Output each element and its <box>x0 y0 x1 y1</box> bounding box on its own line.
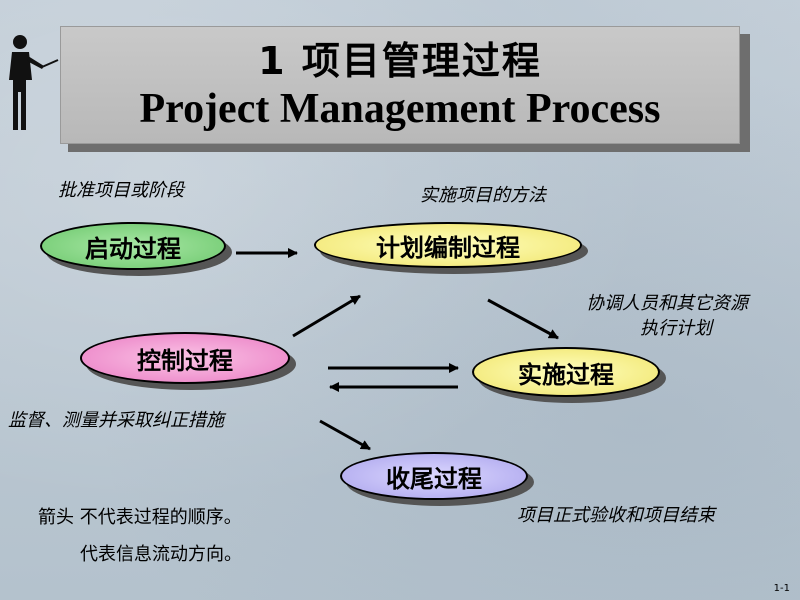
note-control: 监督、测量并采取纠正措施 <box>8 410 224 431</box>
page-title: 1 项目管理过程 <box>258 39 542 83</box>
note-execute-line1: 协调人员和其它资源 <box>586 293 748 314</box>
arrow-control-to-planning <box>292 294 361 338</box>
page-subtitle: Project Management Process <box>139 86 661 132</box>
note-planning: 实施项目的方法 <box>420 185 546 206</box>
page-number: 1-1 <box>773 583 790 594</box>
node-closing: 收尾过程 <box>340 452 528 500</box>
footer-line2: 代表信息流动方向。 <box>80 544 242 565</box>
note-closing: 项目正式验收和项目结束 <box>517 505 715 526</box>
node-initiate: 启动过程 <box>40 222 226 270</box>
presenter-figure-icon <box>9 35 59 130</box>
node-execute: 实施过程 <box>472 347 660 397</box>
arrow-planning-to-execute <box>487 298 559 340</box>
footer-line1: 箭头 不代表过程的顺序。 <box>38 507 242 528</box>
title-box: 1 项目管理过程 Project Management Process <box>60 26 740 144</box>
node-planning: 计划编制过程 <box>314 222 582 268</box>
node-control: 控制过程 <box>80 332 290 384</box>
note-execute-line2: 执行计划 <box>640 318 712 339</box>
note-initiate: 批准项目或阶段 <box>58 180 184 201</box>
arrow-control-to-closing <box>319 419 371 451</box>
